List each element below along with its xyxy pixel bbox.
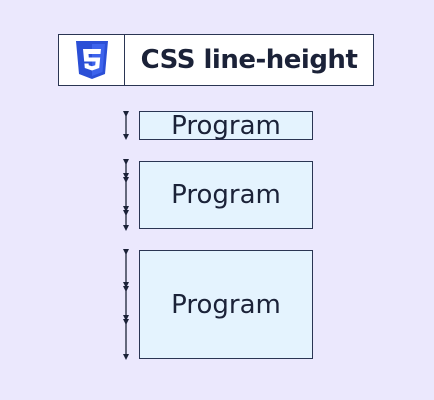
css3-logo-icon xyxy=(75,41,108,79)
example-label: Program xyxy=(171,110,281,141)
logo-cell xyxy=(59,35,125,85)
line-height-example-large: Program xyxy=(139,250,313,359)
page-title: CSS line-height xyxy=(140,45,358,75)
example-label: Program xyxy=(171,289,281,320)
example-label: Program xyxy=(171,180,281,210)
dimension-arrows xyxy=(123,111,129,360)
title-bar: CSS line-height xyxy=(58,34,374,86)
line-height-example-medium: Program xyxy=(139,161,313,229)
line-height-example-small: Program xyxy=(139,111,313,140)
title-cell: CSS line-height xyxy=(125,35,373,85)
